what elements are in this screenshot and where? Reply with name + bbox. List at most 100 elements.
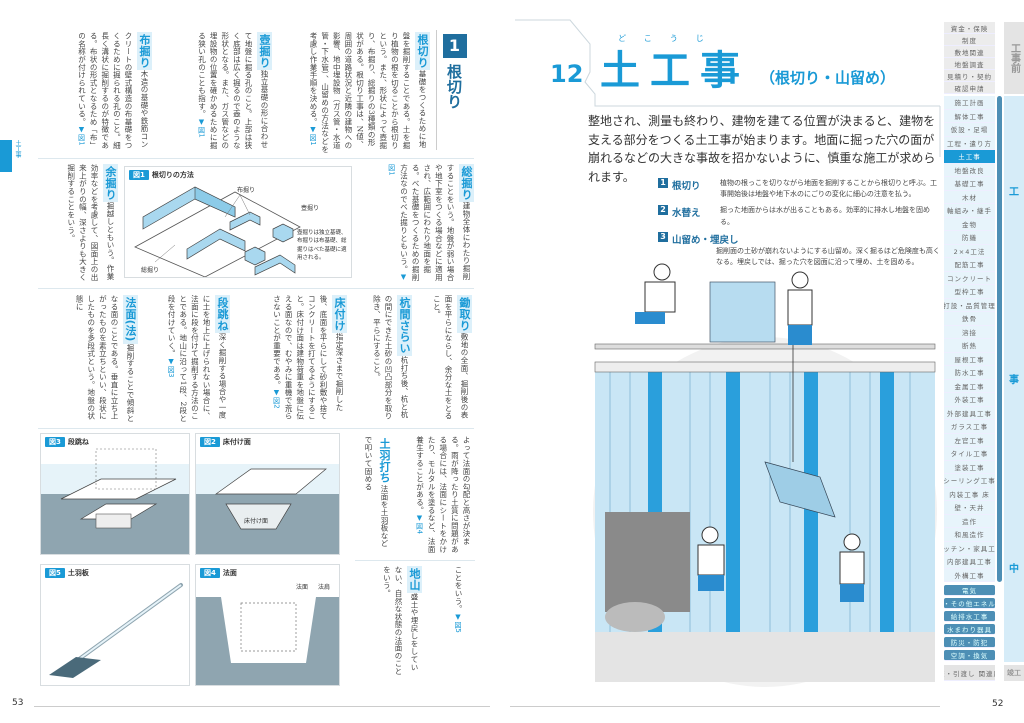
index-item[interactable]: 壁・天井 [944, 501, 995, 515]
index-item[interactable]: 配筋工事 [944, 258, 995, 272]
excavation-methods-drawing [134, 186, 301, 277]
index-item[interactable]: 屋根工事 [944, 352, 995, 366]
index-item[interactable]: 制度 [944, 34, 995, 46]
steps-list: 1 根切り 植物の根っこを切りながら地面を掘削することから根切りと呼ぶ。工事開始… [658, 178, 942, 268]
label-slope-shoulder: 法肩 [318, 584, 331, 591]
index-item[interactable]: 電気 [944, 585, 995, 596]
entry-body: よって法面の勾配と高さが決まる。雨が降ったり土質に問題がある場合には、法面にシー… [415, 436, 472, 553]
index-item[interactable]: 地盤改良 [944, 163, 995, 177]
chapter-number: 12 [550, 60, 584, 88]
page-subtitle: （根切り・山留め） [760, 69, 896, 87]
label-nunobori: 布掘り [237, 187, 256, 194]
step-number: 1 [658, 178, 668, 188]
index-item[interactable]: 軸組み・継手 [944, 204, 995, 218]
index-item[interactable]: 見積り・契約 [944, 70, 995, 82]
entry-kuimasarai: 杭間さらい杭打ち後、杭と杭の間にできた土砂の凹凸部分を取り除き、平らにすること。 [352, 295, 412, 423]
entry-norimen: 法面(法)掘削することで傾斜となる面のことである。垂直に立ち上がったものを素立ち… [38, 295, 138, 423]
index-item[interactable]: 外構工事 [944, 568, 995, 582]
index-item[interactable]: 給排水工事 [944, 611, 995, 622]
entry-body: 掘越しともいう。作業効率などを考慮して、図面上の出来上がりの幅、深さよりも大きく… [66, 164, 115, 281]
step-2: 2 水替え 掘った地面からは水が出ることもある。効率的に排水し地盤を固める。 [658, 205, 942, 227]
figure-ref[interactable]: ▼図3 [167, 357, 176, 378]
index-item[interactable]: ガス・その他エネルギー [944, 598, 995, 609]
index-item[interactable]: 金物 [944, 217, 995, 231]
step-number: 2 [658, 205, 668, 216]
index-item[interactable]: 断熱 [944, 339, 995, 353]
index-item[interactable]: 施工計画 [944, 96, 995, 110]
entry-body: 木造の基礎や鉄筋コンクリートの壁式構造の布基礎をつくるために掘られる孔のこと。細… [77, 32, 150, 149]
figure-number: 図4 [200, 568, 220, 578]
index-item[interactable]: ガラス工事 [944, 420, 995, 434]
figure-number: 図1 [129, 170, 149, 180]
figure-ref[interactable]: ▼図5 [454, 612, 462, 634]
entry-tokozuke: 床付け指定深さまで掘削した後、底面を平らにして砂利敷や捨てコンクリートを打てるよ… [235, 295, 347, 423]
index-item[interactable]: タイル工事 [944, 447, 995, 461]
figure-ref[interactable]: ▼図1 [197, 117, 206, 139]
formation-level-drawing [214, 468, 327, 530]
divider [38, 288, 474, 289]
index-item[interactable]: 外部建具工事 [944, 406, 995, 420]
index-item[interactable]: 防水工事 [944, 366, 995, 380]
entry-danbane: 段跳ね深く掘削する場合や一度に土を地上に上げられない場合に、法面に段を付けて掘削… [146, 295, 230, 423]
index-item[interactable]: 和風造作 [944, 528, 995, 542]
section-title: 根切り [445, 64, 463, 109]
index-item[interactable]: 空調・換気 [944, 650, 995, 661]
entry-body: 基礎をつくるために地盤を掘削することである。土を掘り植物の根を切ることから根切り… [309, 32, 427, 154]
entry-heading: 鋤取り [457, 295, 472, 333]
index-item[interactable]: 打設・品質管理 [944, 298, 995, 312]
figure-ref[interactable]: ▼図1 [309, 125, 317, 146]
index-item[interactable]: 2×4工法 [944, 244, 995, 258]
divider [355, 560, 475, 561]
index-item[interactable]: 防災・防犯 [944, 637, 995, 648]
entry-sukitori: 鋤取り敷地の全面、掘削後の表面を平らにならし、余分な土をとること。 [416, 295, 472, 423]
index-item[interactable]: 金属工事 [944, 379, 995, 393]
index-item[interactable]: 塗装工事 [944, 460, 995, 474]
index-item[interactable]: 型枠工事 [944, 285, 995, 299]
figure-ref[interactable]: ▼図4 [415, 514, 424, 535]
index-item[interactable]: 確認申請 [944, 82, 995, 94]
index-item[interactable]: シーリング工事 [944, 474, 995, 488]
step-3: 3 山留め・埋戻し 掘削面の土砂が崩れないようにする山留め。深く掘るほど危険度も… [658, 231, 942, 268]
index-item[interactable]: 土工事 [944, 150, 995, 164]
figure-ref[interactable]: ▼図2 [272, 388, 281, 409]
entry-body: 盛土や埋戻しをしていない、自然な状態の法面のことをいう。 [382, 566, 419, 676]
intro-text: 整地され、測量も終わり、建物を建てる位置が決まると、建物を支える部分をつくる土工… [588, 114, 936, 184]
page-number: 52 [992, 699, 1004, 709]
footer-rule [510, 706, 940, 707]
index-item[interactable]: 資金・保険 [944, 22, 995, 34]
index-item[interactable]: 木材 [944, 190, 995, 204]
index-item[interactable]: 水まわり器具 [944, 624, 995, 635]
label: 工事前 [1008, 43, 1020, 73]
entry-body: 深く掘削する場合や一度に土を地上に上げられない場合に、法面に段を付けて掘削する方… [167, 295, 227, 423]
edge-tab[interactable] [0, 140, 12, 172]
figure-ref[interactable]: ▼図1 [387, 164, 408, 282]
figure-ref[interactable]: ▼図1 [77, 125, 86, 146]
index-item[interactable]: 鉄骨 [944, 312, 995, 326]
index-item[interactable]: 敷地関連 [944, 46, 995, 58]
index-item[interactable]: 造作 [944, 514, 995, 528]
divider [38, 158, 474, 159]
index-item[interactable]: 溶接 [944, 325, 995, 339]
index-item[interactable]: 仮設・足場 [944, 123, 995, 137]
index-item[interactable]: キッチン・家具工事 [944, 541, 995, 555]
entry-body: 敷地の全面、掘削後の表面を平らにならし、余分な土をとること。 [432, 295, 469, 420]
right-page: 12 どこうじ 土工事 （根切り・山留め） 整地され、測量も終わり、建物を建てる… [510, 0, 1024, 723]
index-item[interactable]: 外装工事 [944, 393, 995, 407]
index-group-main: 施工計画解体工事仮設・足場工程・遣り方土工事地盤改良基礎工事木材軸組み・継手金物… [944, 96, 995, 582]
label: 竣工 [1007, 669, 1021, 677]
entry-dohauchi: 土羽打ち法面を土羽板などで叩いて固める [352, 436, 392, 554]
step-label: 根切り [672, 181, 701, 192]
index-item[interactable]: 内部建具工事 [944, 555, 995, 569]
index-item[interactable]: 解体工事 [944, 109, 995, 123]
index-item[interactable]: 工程・遣り方 [944, 136, 995, 150]
index-item[interactable]: コンクリート [944, 271, 995, 285]
index-item[interactable]: 防蟻 [944, 231, 995, 245]
index-item[interactable]: 地盤調査 [944, 58, 995, 70]
figure-caption: 壺掘りは独立基礎、布掘りは布基礎、総掘りはべた基礎に適用される。 [297, 230, 347, 261]
index-item[interactable]: 検査・引渡し 関連用語 [944, 665, 995, 681]
index-item[interactable]: 基礎工事 [944, 177, 995, 191]
step-text: 掘った地面からは水が出ることもある。効率的に排水し地盤を固める。 [720, 206, 930, 226]
step-number: 3 [658, 231, 668, 242]
index-item[interactable]: 左官工事 [944, 433, 995, 447]
index-item[interactable]: 内装工事 床 [944, 487, 995, 501]
